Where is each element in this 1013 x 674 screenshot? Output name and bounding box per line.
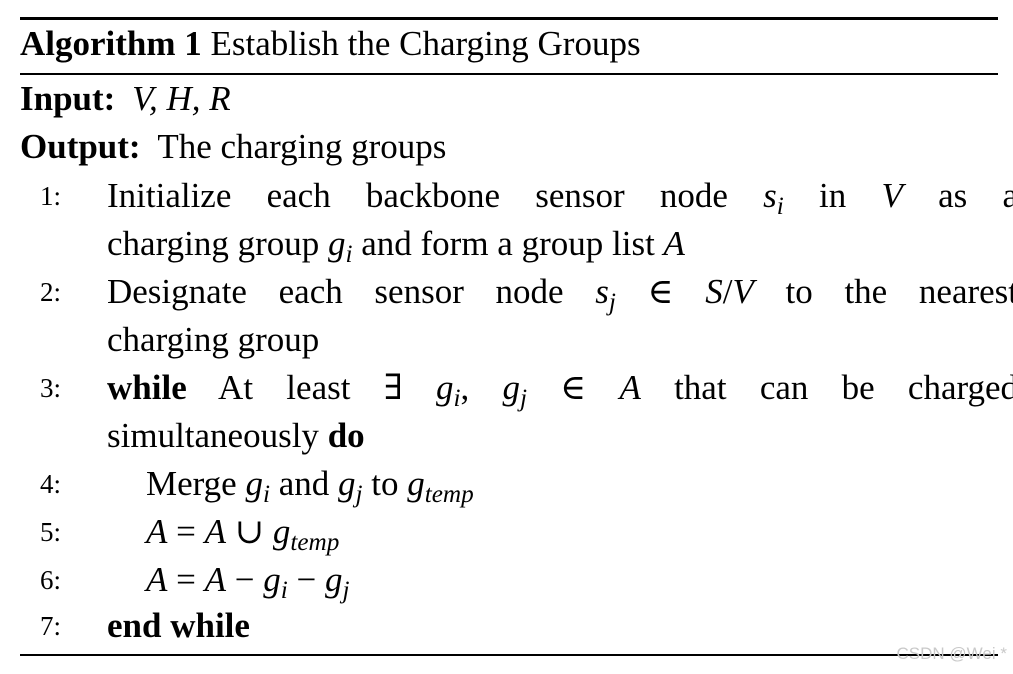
end-while-keyword: end while — [107, 606, 250, 645]
step-number: 7: — [40, 611, 62, 641]
input-label: Input: — [20, 79, 116, 118]
watermark: CSDN @Wei * — [896, 644, 1007, 663]
step-3-line-2: simultaneously do — [107, 416, 365, 455]
step-1-line-2: charging group gi and form a group list … — [107, 224, 685, 269]
input-line: Input: V, H, R — [20, 79, 998, 119]
step-3-line-1: while At least ∃ gi, gj ∈ A that can be … — [107, 368, 1013, 413]
algorithm-title: Algorithm 1 Establish the Charging Group… — [20, 24, 998, 64]
top-rule — [20, 17, 998, 20]
output-label: Output: — [20, 127, 141, 166]
input-value: V, H, R — [132, 79, 231, 118]
step-1-line-1: Initialize each backbone sensor node si … — [107, 176, 1013, 221]
step-number: 5: — [40, 517, 62, 547]
step-5-line: A = A ∪ gtemp — [146, 512, 340, 557]
step-number: 6: — [40, 565, 62, 595]
step-number: 2: — [40, 277, 62, 307]
step-number: 4: — [40, 469, 62, 499]
output-value: The charging groups — [157, 127, 447, 166]
bottom-rule — [20, 654, 998, 656]
step-2-line-1: Designate each sensor node sj ∈ S/V to t… — [107, 272, 1013, 317]
algorithm-label: Algorithm 1 — [20, 24, 202, 63]
algorithm-name: Establish the Charging Groups — [210, 24, 641, 63]
step-2-line-2: charging group — [107, 320, 320, 359]
output-line: Output: The charging groups — [20, 127, 998, 167]
step-number: 1: — [40, 181, 62, 211]
step-4-line: Merge gi and gj to gtemp — [146, 464, 474, 509]
step-number: 3: — [40, 373, 62, 403]
step-6-line: A = A − gi − gj — [146, 560, 350, 605]
header-rule — [20, 73, 998, 75]
